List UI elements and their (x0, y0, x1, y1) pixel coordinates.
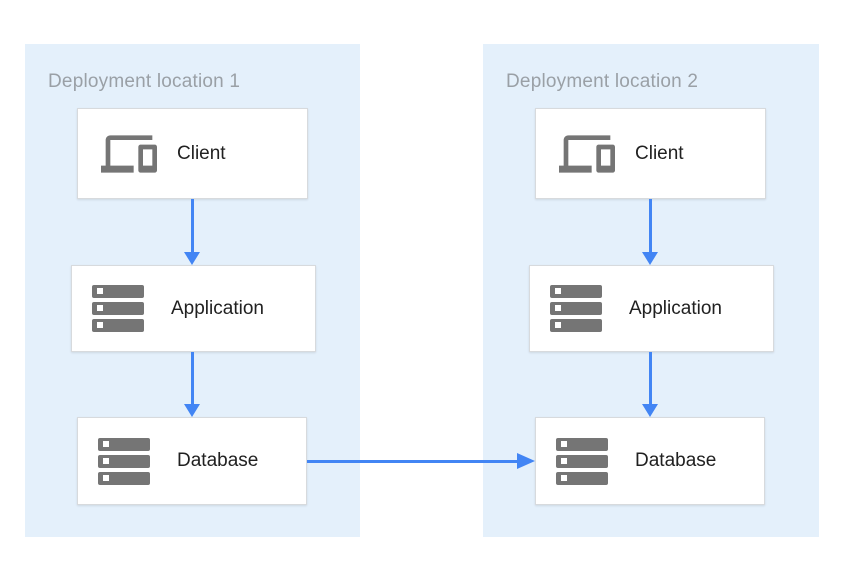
server-stack-icon (556, 437, 618, 485)
node-label: Client (177, 142, 226, 164)
arrow-database1-to-database2 (307, 453, 535, 470)
arrow-shaft (191, 199, 194, 252)
arrow-head-icon (642, 404, 658, 417)
arrow-shaft (649, 352, 652, 404)
deployment-panel-1: Deployment location 1 Client Application (25, 44, 360, 537)
panel-title-2: Deployment location 2 (506, 71, 699, 92)
node-client-2: Client (535, 108, 766, 199)
node-label: Database (635, 450, 717, 471)
server-stack-icon (550, 285, 612, 332)
node-label: Database (177, 450, 259, 471)
node-label: Application (629, 297, 722, 319)
arrow-application-to-database-1 (184, 352, 201, 417)
devices-icon (98, 126, 160, 182)
server-stack-icon (98, 437, 160, 485)
arrow-shaft (649, 199, 652, 252)
arrow-head-icon (517, 453, 535, 469)
node-database-2: Database (535, 417, 765, 505)
node-label: Application (171, 297, 264, 319)
panel-title-1: Deployment location 1 (48, 71, 241, 92)
devices-icon (556, 126, 618, 182)
arrow-application-to-database-2 (642, 352, 659, 417)
node-application-2: Application (529, 265, 774, 352)
node-label: Client (635, 142, 684, 164)
arrow-client-to-application-2 (642, 199, 659, 265)
arrow-shaft (191, 352, 194, 404)
node-client-1: Client (77, 108, 308, 199)
deployment-panel-2: Deployment location 2 Client Application (483, 44, 819, 537)
arrow-shaft (307, 460, 518, 463)
node-application-1: Application (71, 265, 316, 352)
server-stack-icon (92, 285, 154, 332)
node-database-1: Database (77, 417, 307, 505)
arrow-head-icon (642, 252, 658, 265)
arrow-client-to-application-1 (184, 199, 201, 265)
arrow-head-icon (184, 252, 200, 265)
arrow-head-icon (184, 404, 200, 417)
